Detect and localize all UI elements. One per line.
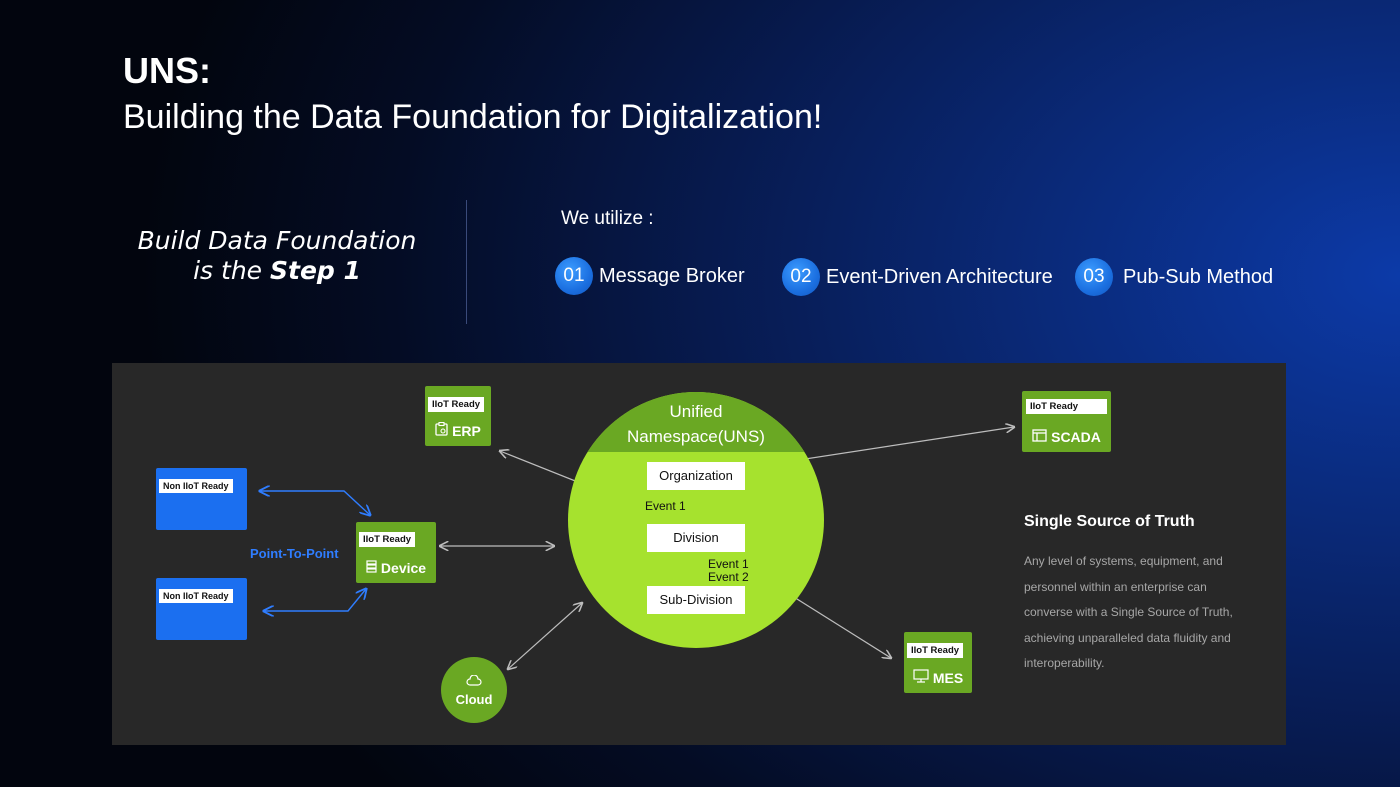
sub-division-node: Sub-Division (647, 586, 745, 614)
event-label-1b: Event 1 (708, 557, 749, 571)
non-iiot-box-bottom: Non IIoT Ready (156, 578, 247, 640)
non-iiot-ready-tag: Non IIoT Ready (159, 589, 233, 603)
method-label: Pub-Sub Method (1123, 265, 1274, 288)
iiot-ready-tag: IIoT Ready (1026, 399, 1107, 414)
method-label: Event-Driven Architecture (826, 265, 1053, 288)
page-subtitle: Building the Data Foundation for Digital… (123, 98, 823, 136)
iiot-ready-tag: IIoT Ready (428, 397, 485, 412)
we-utilize-label: We utilize : (561, 208, 654, 229)
vertical-divider (466, 200, 467, 324)
page-title: UNS: (123, 50, 211, 91)
step-line-2-prefix: is the (193, 256, 270, 285)
window-icon (1032, 429, 1047, 445)
step-line-2: is the Step 1 (112, 256, 442, 286)
event-label-1: Event 1 (645, 499, 686, 513)
mes-label: MES (932, 669, 964, 686)
scada-label: SCADA (1051, 429, 1101, 445)
truth-body: Any level of systems, equipment, and per… (1024, 554, 1233, 670)
device-label-row: Device (356, 560, 436, 576)
method-item-1: 01 Message Broker (555, 257, 745, 295)
device-label: Device (380, 560, 427, 576)
uns-title-line-1: Unified (669, 402, 723, 421)
method-number-badge: 03 (1075, 258, 1113, 296)
scada-box: IIoT Ready SCADA (1022, 391, 1111, 452)
cloud-connector (508, 603, 582, 669)
uns-diagram-panel: Unified Namespace(UNS) Organization Even… (112, 363, 1286, 745)
erp-label-row: ERP (425, 421, 491, 439)
event-label-2: Event 2 (708, 570, 749, 584)
method-label: Message Broker (599, 264, 745, 287)
scada-label-row: SCADA (1022, 429, 1111, 445)
method-number-badge: 01 (555, 257, 593, 295)
method-item-2: 02 Event-Driven Architecture (782, 258, 1053, 296)
p2p-arrow-top (260, 491, 370, 515)
step-line-1: Build Data Foundation (137, 226, 417, 255)
cloud-label: Cloud (455, 691, 493, 707)
p2p-arrow-bottom (264, 589, 366, 611)
cloud-icon (466, 673, 482, 692)
non-iiot-box-top: Non IIoT Ready (156, 468, 247, 530)
mes-label-row: MES (904, 669, 972, 686)
server-icon (366, 560, 377, 576)
step-statement: Build Data Foundation is the Step 1 (112, 226, 442, 286)
organization-node: Organization (647, 462, 745, 490)
point-to-point-label: Point-To-Point (250, 546, 339, 561)
truth-title: Single Source of Truth (1024, 513, 1195, 530)
uns-title-line-2: Namespace(UNS) (627, 427, 765, 446)
clipboard-gear-icon (435, 421, 448, 439)
non-iiot-ready-tag: Non IIoT Ready (159, 479, 233, 493)
division-node: Division (647, 524, 745, 552)
connector-lines (112, 363, 1286, 745)
mes-box: IIoT Ready MES (904, 632, 972, 693)
step-line-2-bold: Step 1 (270, 256, 361, 285)
method-item-3: 03 Pub-Sub Method (1075, 258, 1273, 296)
uns-title: Unified Namespace(UNS) (568, 399, 824, 449)
monitor-icon (913, 669, 929, 686)
device-box: IIoT Ready Device (356, 522, 436, 583)
uns-circle-header (568, 392, 824, 452)
event-labels-2: Event 1 Event 2 (708, 558, 749, 584)
erp-box: IIoT Ready ERP (425, 386, 491, 446)
erp-label: ERP (452, 422, 481, 439)
cloud-node: Cloud (441, 657, 507, 723)
iiot-ready-tag: IIoT Ready (359, 532, 416, 547)
method-number-badge: 02 (782, 258, 820, 296)
iiot-ready-tag: IIoT Ready (907, 643, 964, 658)
